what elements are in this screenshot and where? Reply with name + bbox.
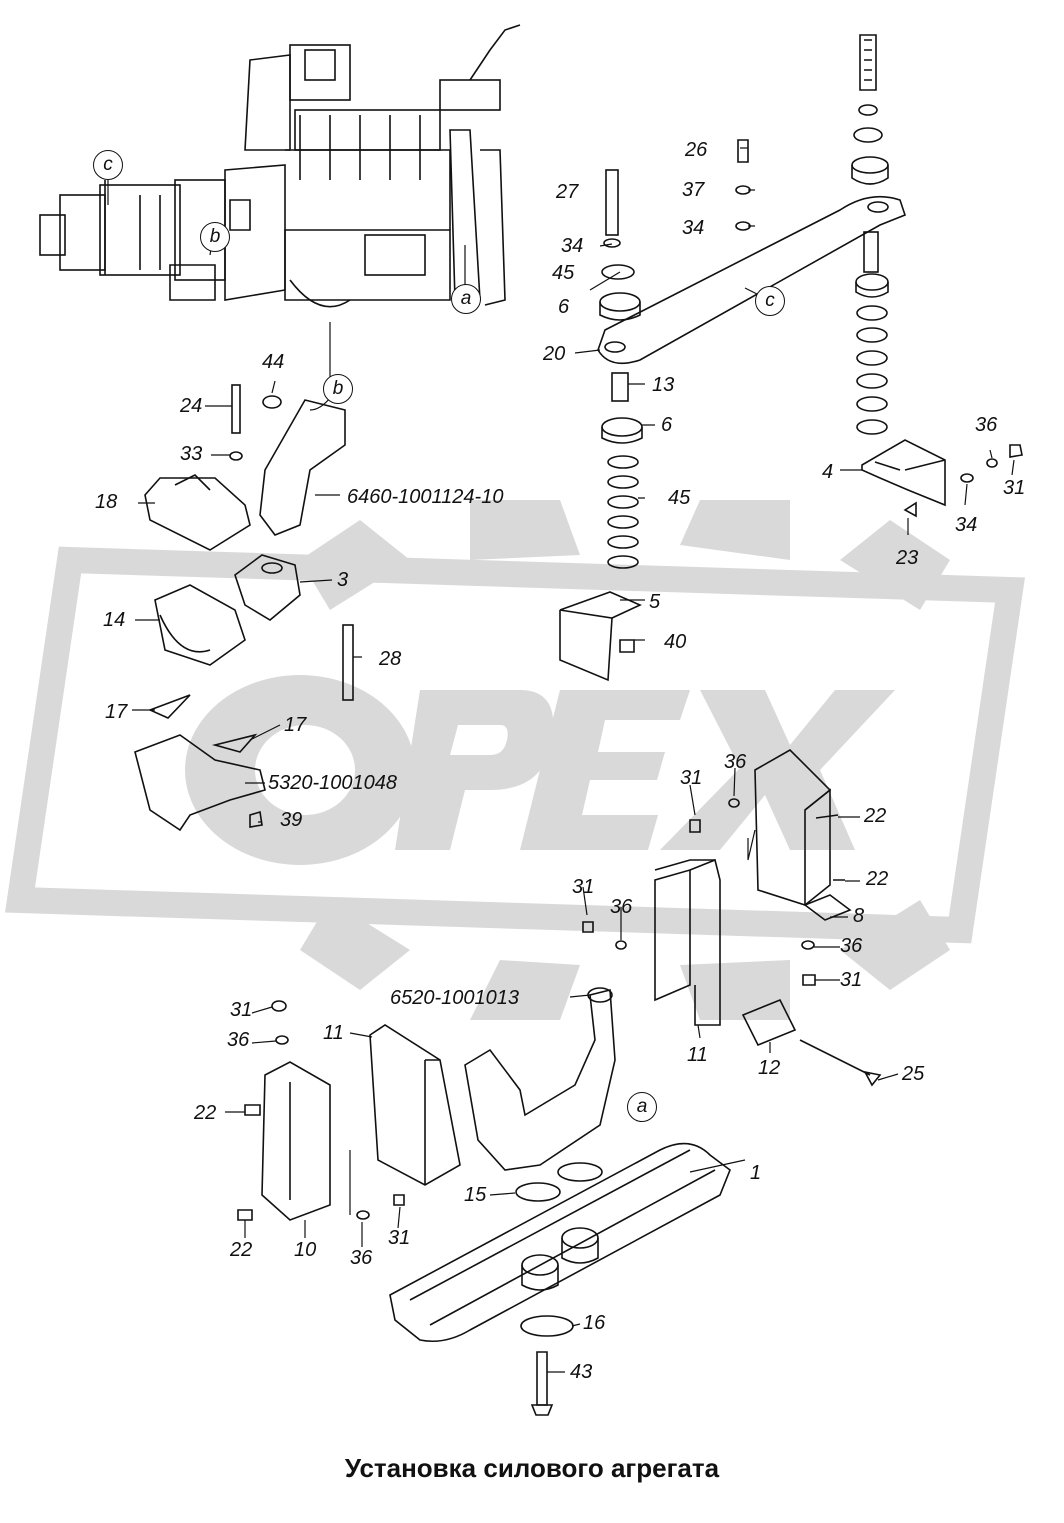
part-label-31: 31 xyxy=(388,1227,411,1249)
part-label-22: 22 xyxy=(194,1102,217,1124)
part-label-1: 1 xyxy=(750,1162,762,1184)
view-ref-c-beam: c xyxy=(755,286,785,316)
part-label-36: 36 xyxy=(724,751,747,773)
view-ref-b-engine: b xyxy=(200,222,230,252)
view-ref-a-engine: a xyxy=(451,284,481,314)
part-label-24: 24 xyxy=(180,395,203,417)
part-label-16: 16 xyxy=(583,1312,606,1334)
part-label-31: 31 xyxy=(840,969,863,991)
part-label-44: 44 xyxy=(262,351,285,373)
part-label-15: 15 xyxy=(464,1184,487,1206)
part-label-27: 27 xyxy=(556,181,579,203)
part-number-5320-1001048: 5320-1001048 xyxy=(268,772,398,794)
part-number-6460-1001124-10: 6460-1001124-10 xyxy=(347,486,504,508)
bottom-parts xyxy=(237,987,731,1416)
part-label-43: 43 xyxy=(570,1361,593,1383)
middle-brackets xyxy=(582,749,882,1087)
part-label-31: 31 xyxy=(230,999,253,1021)
part-label-36: 36 xyxy=(610,896,633,918)
view-ref-b-bracket: b xyxy=(323,374,353,404)
part-label-25: 25 xyxy=(902,1063,925,1085)
part-label-6: 6 xyxy=(661,414,673,436)
part-label-22: 22 xyxy=(866,868,889,890)
part-number-6520-1001013: 6520-1001013 xyxy=(390,987,520,1009)
part-label-22: 22 xyxy=(230,1239,253,1261)
part-label-17: 17 xyxy=(105,701,128,723)
part-label-4: 4 xyxy=(822,461,834,483)
part-label-17: 17 xyxy=(284,714,307,736)
part-label-14: 14 xyxy=(103,609,126,631)
part-label-31: 31 xyxy=(1003,477,1026,499)
part-label-34: 34 xyxy=(561,235,584,257)
part-label-6: 6 xyxy=(558,296,570,318)
view-ref-c-engine: c xyxy=(93,150,123,180)
diagram-caption: Установка силового агрегата xyxy=(344,1453,720,1483)
front-mount-parts xyxy=(134,384,354,832)
part-label-36: 36 xyxy=(840,935,863,957)
part-label-31: 31 xyxy=(680,767,703,789)
part-label-11: 11 xyxy=(687,1044,708,1066)
part-label-37: 37 xyxy=(682,179,705,201)
watermark-logo xyxy=(5,500,1025,1020)
part-label-8: 8 xyxy=(853,905,865,927)
part-label-20: 20 xyxy=(543,343,566,365)
part-label-3: 3 xyxy=(337,569,349,591)
part-label-36: 36 xyxy=(350,1247,373,1269)
part-label-36: 36 xyxy=(975,414,998,436)
part-label-22: 22 xyxy=(864,805,887,827)
part-label-45: 45 xyxy=(668,487,691,509)
part-label-23: 23 xyxy=(896,547,919,569)
part-label-26: 26 xyxy=(685,139,708,161)
rear-mount-stack xyxy=(597,34,1023,518)
engine-assembly xyxy=(39,24,521,308)
part-label-12: 12 xyxy=(758,1057,781,1079)
part-label-45: 45 xyxy=(552,262,575,284)
leader-lines xyxy=(107,147,1015,1373)
part-label-36: 36 xyxy=(227,1029,250,1051)
view-ref-a-bracket: a xyxy=(627,1092,657,1122)
part-label-34: 34 xyxy=(682,217,705,239)
part-label-18: 18 xyxy=(95,491,118,513)
part-label-11: 11 xyxy=(323,1022,344,1044)
part-label-31: 31 xyxy=(572,876,595,898)
part-label-28: 28 xyxy=(379,648,402,670)
part-label-34: 34 xyxy=(955,514,978,536)
part-label-10: 10 xyxy=(294,1239,317,1261)
part-label-33: 33 xyxy=(180,443,203,465)
center-mount-stack xyxy=(559,169,643,682)
part-label-5: 5 xyxy=(649,591,661,613)
part-label-13: 13 xyxy=(652,374,675,396)
part-label-39: 39 xyxy=(280,809,303,831)
part-label-40: 40 xyxy=(664,631,687,653)
